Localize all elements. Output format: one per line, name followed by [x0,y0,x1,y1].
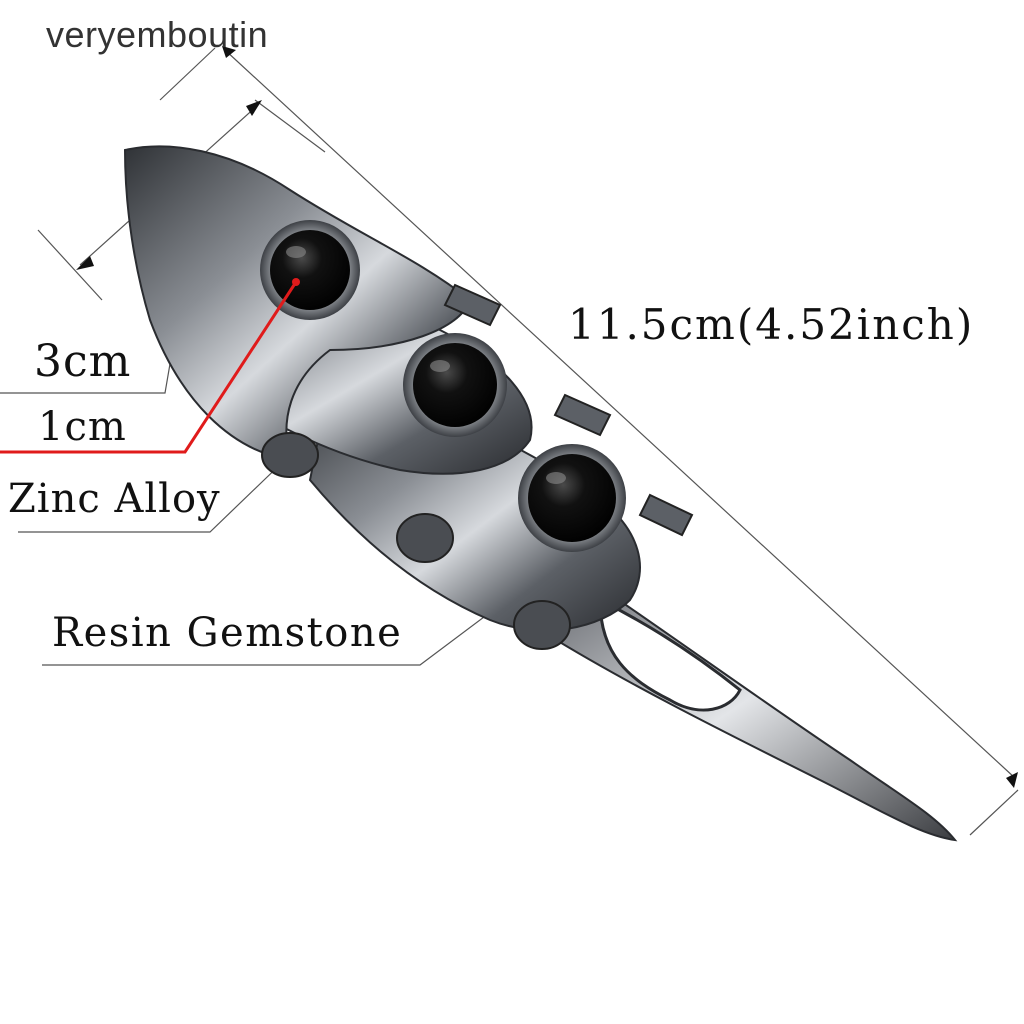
hinge-rivet [396,513,454,563]
dimension-arrows [76,46,1018,788]
side-fin [443,283,502,327]
gem-size-callout-dot [292,278,300,286]
hinge-rivet [261,432,319,478]
length-label: 11.5cm(4.52inch) [568,300,975,349]
gem-highlight [546,472,566,484]
length-dimension-line [224,49,1016,779]
width-extension-top [254,99,326,153]
gem-size-label: 1cm [38,404,127,450]
resin-gem [528,454,616,542]
gem-size-callout-line [0,281,298,454]
arrow-length-top [222,46,236,58]
store-watermark: veryemboutin [46,14,269,55]
arrow-length-bottom [1006,772,1018,788]
gem-highlight [430,360,450,372]
gemstone-label: Resin Gemstone [52,610,403,656]
material-label: Zinc Alloy [8,476,221,522]
side-fin [638,493,694,537]
hinge-rivet [513,600,571,650]
tip-cutout [598,597,742,712]
side-fin [553,393,612,437]
width-extension-bottom [37,229,103,301]
arrow-width-top [246,100,262,116]
resin-gem [270,230,350,310]
length-extension-bottom [969,789,1019,836]
length-extension-top [159,47,216,101]
arrow-width-bottom [76,256,94,270]
material-leader-line [18,454,291,533]
gem-highlight [286,246,306,258]
width-label: 3cm [34,336,132,387]
armor-ring [123,145,958,842]
resin-gem [413,343,497,427]
